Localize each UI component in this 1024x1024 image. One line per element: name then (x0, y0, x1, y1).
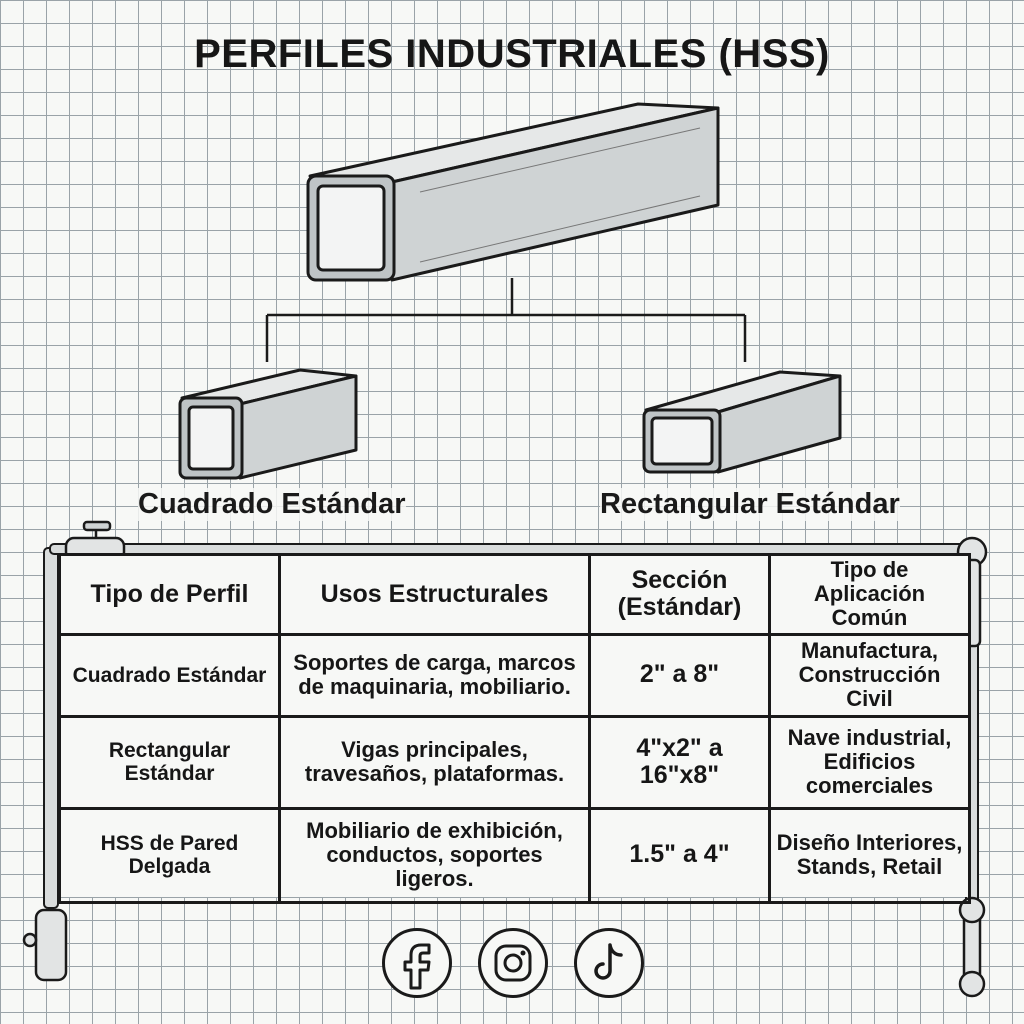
main-tube-illustration (306, 102, 720, 282)
instagram-icon[interactable] (478, 928, 548, 998)
table-row: HSS de Pared Delgada Mobiliario de exhib… (58, 806, 971, 904)
pipe-valve-icon (22, 908, 68, 982)
header-usos: Usos Estructurales (278, 553, 591, 636)
rect-profile-label: Rectangular Estándar (600, 488, 900, 521)
rect-tube-illustration (642, 370, 842, 474)
cell-aplicacion: Nave industrial, Edificios comerciales (768, 714, 971, 810)
cell-aplicacion: Diseño Interiores, Stands, Retail (768, 806, 971, 904)
page-title: PERFILES INDUSTRIALES (HSS) (194, 32, 830, 76)
header-tipo-perfil: Tipo de Perfil (58, 553, 281, 636)
wrench-bottom-icon (958, 896, 986, 998)
table-header-row: Tipo de Perfil Usos Estructurales Secció… (58, 553, 971, 636)
cell-seccion: 4"x2" a 16"x8" (588, 714, 771, 810)
facebook-icon[interactable] (382, 928, 452, 998)
cell-tipo: HSS de Pared Delgada (58, 806, 281, 904)
table-row: Cuadrado Estándar Soportes de carga, mar… (58, 632, 971, 718)
square-tube-illustration (178, 368, 358, 480)
cell-usos: Vigas principales, travesaños, plataform… (278, 714, 591, 810)
pipe-frame (43, 543, 979, 909)
cell-tipo: Cuadrado Estándar (58, 632, 281, 718)
tree-connector (265, 278, 747, 362)
table-row: Rectangular Estándar Vigas principales, … (58, 714, 971, 810)
cell-seccion: 2" a 8" (588, 632, 771, 718)
cell-aplicacion: Manufactura, Construcción Civil (768, 632, 971, 718)
tiktok-icon[interactable] (574, 928, 644, 998)
header-aplicacion: Tipo de Aplicación Común (768, 553, 971, 636)
profiles-table: Tipo de Perfil Usos Estructurales Secció… (58, 553, 971, 904)
cell-tipo: Rectangular Estándar (58, 714, 281, 810)
cell-usos: Mobiliario de exhibición, conductos, sop… (278, 806, 591, 904)
header-seccion: Sección (Estándar) (588, 553, 771, 636)
cell-seccion: 1.5" a 4" (588, 806, 771, 904)
square-profile-label: Cuadrado Estándar (138, 488, 406, 521)
cell-usos: Soportes de carga, marcos de maquinaria,… (278, 632, 591, 718)
